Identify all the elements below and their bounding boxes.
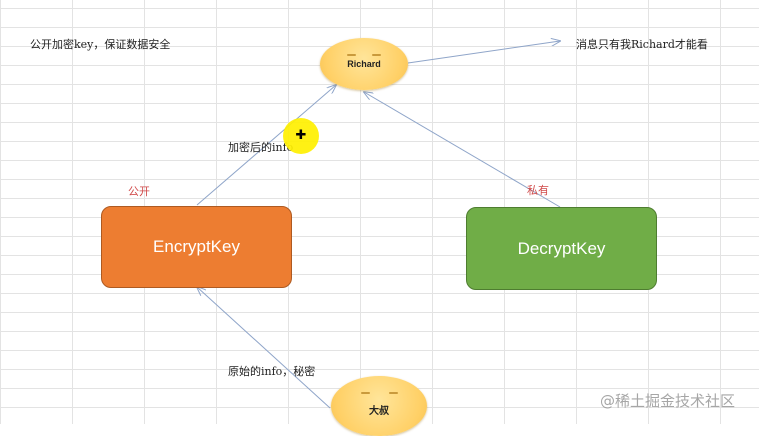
decrypt-key-label: DecryptKey xyxy=(517,238,606,258)
richard-smiley-node[interactable]: Richard xyxy=(320,38,408,90)
label-encrypted-info: 加密后的info xyxy=(228,141,294,154)
eye-icon xyxy=(361,392,370,394)
encrypt-key-label: EncryptKey xyxy=(153,237,240,256)
uncle-smiley-node[interactable]: 大叔 xyxy=(331,376,427,436)
label-public: 公开 xyxy=(128,185,150,198)
label-original-info: 原始的info，秘密 xyxy=(228,365,316,378)
arrow-decrypt-to-richard xyxy=(364,92,561,208)
note-only-richard-can-read: 消息只有我Richard才能看 xyxy=(576,38,708,51)
label-private: 私有 xyxy=(527,184,549,197)
uncle-label: 大叔 xyxy=(369,406,389,417)
decrypt-key-box[interactable]: DecryptKey xyxy=(466,207,657,290)
eye-icon xyxy=(389,392,398,394)
richard-label: Richard xyxy=(347,59,381,69)
encrypt-key-box[interactable]: EncryptKey xyxy=(101,206,292,288)
arrow-richard-to-message xyxy=(407,41,560,64)
watermark: @稀土掘金技术社区 xyxy=(600,392,736,410)
move-cursor-icon: ✚ xyxy=(295,127,307,142)
note-public-key-security: 公开加密key，保证数据安全 xyxy=(30,38,171,51)
arrow-encrypt-to-richard xyxy=(196,85,336,206)
connector-layer xyxy=(0,0,759,409)
eye-icon xyxy=(372,54,381,56)
cursor-highlight-icon: ✚ xyxy=(283,118,319,154)
arrow-uncle-to-encrypt xyxy=(197,287,331,409)
eye-icon xyxy=(347,54,356,56)
